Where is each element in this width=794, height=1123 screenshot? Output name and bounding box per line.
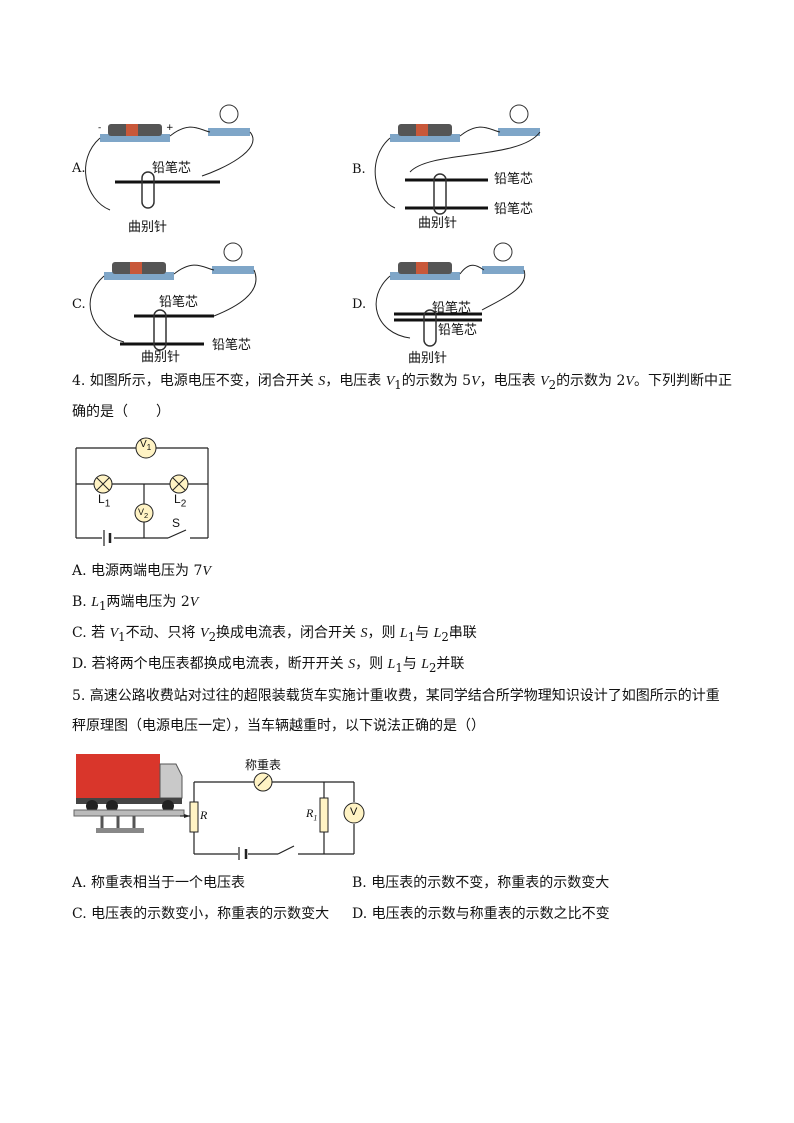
bulb-icon (223, 242, 243, 262)
option-b-lead-label-2: 铅笔芯 (494, 202, 534, 217)
q5-stem-line1: 5. 高速公路收费站对过往的超限装载货车实施计重收费，某同学结合所学物理知识设计… (72, 688, 720, 704)
weighing-meter-icon (253, 772, 273, 792)
option-c-lead-label-2: 铅笔芯 (212, 338, 252, 353)
q4-option-d: D. 若将两个电压表都换成电流表，断开开关 S，则 L1与 L2并联 (72, 656, 465, 675)
option-d-circuit (375, 242, 526, 347)
truck-icon (76, 754, 160, 798)
option-d-letter: D. (352, 297, 367, 312)
q4-stem-line2: 确的是（ ） (72, 404, 170, 420)
q5-option-c: C. 电压表的示数变小，称重表的示数变大 (72, 906, 330, 922)
option-b-lead-label-1: 铅笔芯 (494, 172, 534, 187)
voltmeter-icon (343, 802, 365, 824)
q5-option-d: D. 电压表的示数与称重表的示数之比不变 (352, 906, 610, 922)
option-b-circuit (374, 104, 541, 215)
q5-r1-label: R1 (306, 806, 318, 823)
q4-stem-line1: 4. 如图所示，电源电压不变，闭合开关 S，电压表 V1的示数为 5V，电压表 … (72, 373, 732, 392)
q4-option-b: B. L1两端电压为 2V (72, 594, 199, 613)
bulb-icon (509, 104, 529, 124)
q5-r-label: R (200, 808, 208, 822)
option-c-letter: C. (72, 297, 86, 312)
bulb-base (208, 128, 250, 136)
option-d-clip-label: 曲别针 (408, 351, 448, 366)
q4-v1-label: V1 (140, 439, 152, 452)
resistor-r1 (319, 797, 329, 833)
bulb-icon (219, 104, 239, 124)
q5-v-label: V (350, 806, 358, 818)
q4-l1-label: L1 (98, 492, 111, 510)
voltmeter-v2-icon (134, 503, 154, 523)
option-d-lead-label-2: 铅笔芯 (438, 323, 478, 338)
q5-stem-line2: 秤原理图（电源电压一定），当车辆越重时，以下说法正确的是（） (72, 718, 485, 734)
svg-text:-: - (98, 123, 101, 133)
battery-base (100, 134, 170, 142)
q4-l2-label: L2 (174, 492, 187, 510)
q4-switch-label: S (172, 516, 181, 530)
q4-option-a: A. 电源两端电压为 7V (72, 563, 211, 579)
option-c-circuit (89, 242, 257, 351)
q4-v2-label: V2 (138, 507, 149, 520)
svg-text:+: + (166, 123, 174, 133)
q4-circuit-diagram (75, 437, 209, 546)
option-c-lead-label-1: 铅笔芯 (159, 295, 199, 310)
bulb-icon (493, 242, 513, 262)
option-a-circuit: -+ (85, 104, 254, 211)
rheostat-r (189, 801, 199, 833)
q4-option-c: C. 若 V1不动、只将 V2换成电流表，闭合开关 S，则 L1与 L2串联 (72, 625, 477, 644)
option-d-lead-label-1: 铅笔芯 (432, 301, 472, 316)
q5-meter-label: 称重表 (245, 758, 282, 772)
paper-clip (141, 171, 155, 209)
option-c-clip-label: 曲别针 (141, 350, 181, 365)
q5-option-a: A. 称重表相当于一个电压表 (72, 875, 246, 891)
q5-option-b: B. 电压表的示数不变，称重表的示数变大 (352, 875, 610, 891)
option-b-clip-label: 曲别针 (418, 216, 458, 231)
scale-platform (73, 809, 185, 817)
option-a-letter: A. (72, 161, 86, 176)
q5-circuit-diagram (73, 754, 365, 860)
option-a-lead-label: 铅笔芯 (152, 161, 192, 176)
voltmeter-v1-icon (135, 437, 157, 459)
option-b-letter: B. (352, 162, 366, 177)
option-a-clip-label: 曲别针 (128, 220, 168, 235)
